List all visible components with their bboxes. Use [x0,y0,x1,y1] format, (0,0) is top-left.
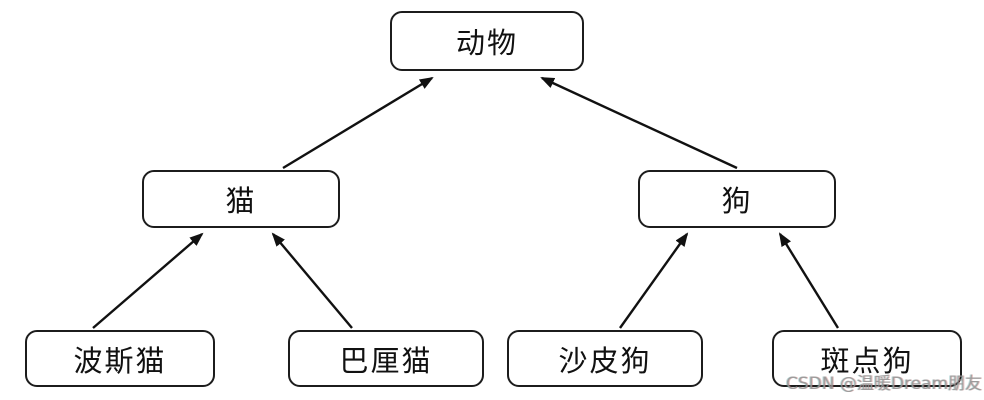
edge-persian-cat-to-cat [92,232,204,329]
node-balinese-cat: 巴厘猫 [288,330,484,387]
node-cat-label: 猫 [225,184,257,218]
node-persian-cat: 波斯猫 [25,330,215,387]
node-animal: 动物 [390,11,584,71]
edge-shar-pei-dog-to-dog [619,232,689,329]
node-persian-cat-label: 波斯猫 [73,343,167,378]
node-dalmatian-dog: 斑点狗 [772,330,962,387]
node-animal-label: 动物 [455,26,518,60]
edge-dalmatian-dog-to-dog [778,232,840,329]
node-shar-pei-dog: 沙皮狗 [507,330,703,387]
edge-cat-to-animal [282,76,434,170]
node-dalmatian-dog-label: 斑点狗 [820,343,914,378]
node-dog: 狗 [638,170,836,228]
node-balinese-cat-label: 巴厘猫 [339,343,433,378]
node-cat: 猫 [142,170,340,228]
edge-dog-to-animal [540,76,738,170]
edge-balinese-cat-to-cat [271,232,353,329]
node-shar-pei-dog-label: 沙皮狗 [558,343,652,378]
node-dog-label: 狗 [721,184,753,218]
